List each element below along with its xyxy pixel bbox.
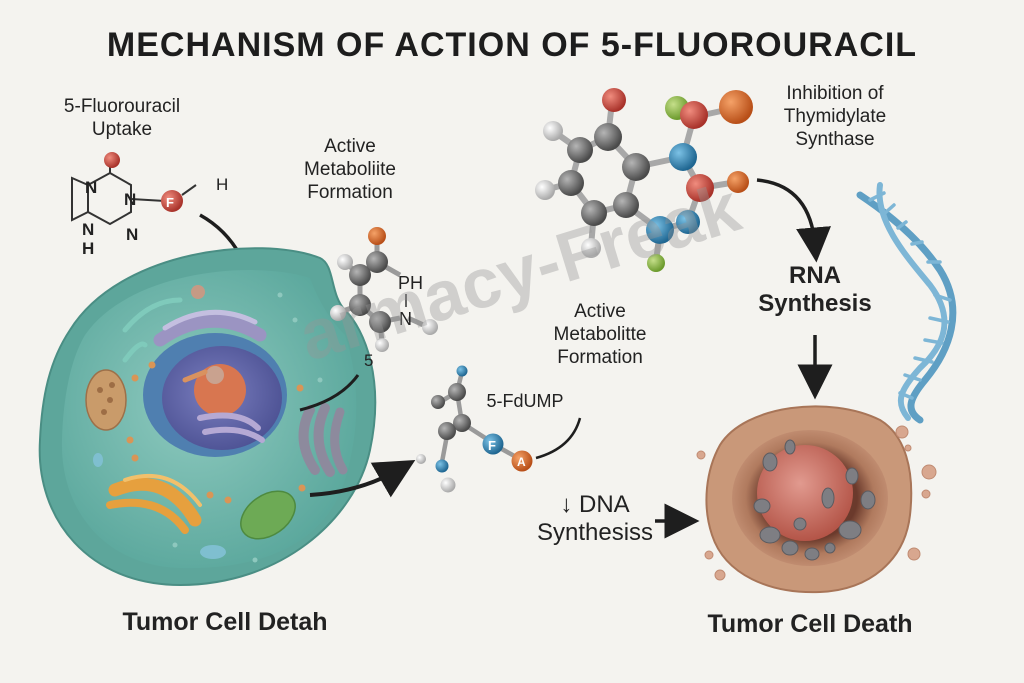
atom-label-n2: N	[124, 190, 136, 209]
label-am1-line2: Metaboliite	[304, 159, 396, 180]
fluorine-atom	[161, 190, 183, 212]
active-metabolite-molecule	[330, 227, 438, 352]
efflux-arrow	[309, 459, 416, 498]
mitochondria-green	[240, 490, 296, 540]
label-rna-synthesis: RNA Synthesis	[735, 262, 895, 318]
label-inhibition-line1: Inhibition of	[786, 83, 884, 104]
label-am1-line1: Active	[324, 136, 376, 157]
label-inhibition-line2: Thymidylate	[783, 106, 887, 127]
label-active-metabolite-1: Active Metaboliite Formation	[270, 135, 430, 204]
label-dna-line2: Synthesiss	[536, 519, 654, 546]
caption-right-cell: Tumor Cell Death	[707, 610, 913, 638]
label-dna-line1: ↓ DNA	[560, 491, 630, 518]
label-rna-line2: Synthesis	[758, 290, 872, 317]
fdump-molecule	[416, 365, 533, 493]
label-active-metabolite-2: Active Metabolitte Formation	[510, 300, 690, 369]
atom-label-fdump-a: A	[517, 455, 526, 469]
label-inhibition-line3: Synthase	[795, 129, 875, 150]
label-uptake: 5-Fluorouracil Uptake	[22, 95, 222, 141]
label-am2-line2: Metabolitte	[553, 324, 647, 345]
lysosome	[85, 369, 127, 431]
atom-label-f: F	[166, 195, 174, 210]
tumor-cell-left	[38, 247, 377, 587]
oxygen-atom	[104, 152, 120, 168]
atom-label-h2: H	[216, 175, 228, 194]
atom-label-ph: PH	[398, 273, 423, 293]
label-am2-line3: Formation	[557, 347, 643, 368]
label-am1-line3: Formation	[307, 182, 393, 203]
golgi-right	[298, 405, 320, 475]
thymidylate-inhibitor-molecule	[535, 88, 753, 272]
condensed-nucleus	[757, 445, 853, 541]
label-fdump: 5-FdUMP	[486, 391, 564, 411]
label-inhibition: Inhibition of Thymidylate Synthase	[745, 82, 925, 151]
label-am2-line1: Active	[574, 301, 626, 322]
label-rna-line1: RNA	[789, 262, 841, 289]
dna-helix-icon	[856, 182, 957, 424]
label-uptake-line2: Uptake	[91, 119, 153, 140]
atom-label-n1: N	[85, 178, 97, 197]
atom-label-n4: N	[82, 220, 94, 239]
golgi-apparatus	[153, 314, 267, 347]
atom-label-n: N	[399, 309, 412, 329]
fdump-connector	[535, 417, 582, 460]
tumor-cell-right	[696, 405, 937, 594]
diagram-title: MECHANISM OF ACTION OF 5-FLUOROURACIL	[106, 26, 918, 64]
inhibition-arrow	[756, 178, 831, 263]
label-dna-synthesis: ↓ DNA Synthesiss	[510, 491, 680, 547]
connector-line	[299, 374, 360, 412]
atom-label-5: 5	[364, 351, 373, 370]
atom-label-h1: H	[82, 239, 94, 258]
atom-label-fdump-f: F	[488, 438, 496, 453]
atom-label-n3: N	[126, 225, 138, 244]
label-uptake-line1: 5-Fluorouracil	[63, 96, 181, 117]
caption-left-cell: Tumor Cell Detah	[122, 608, 328, 636]
mitochondria-orange	[108, 477, 202, 527]
